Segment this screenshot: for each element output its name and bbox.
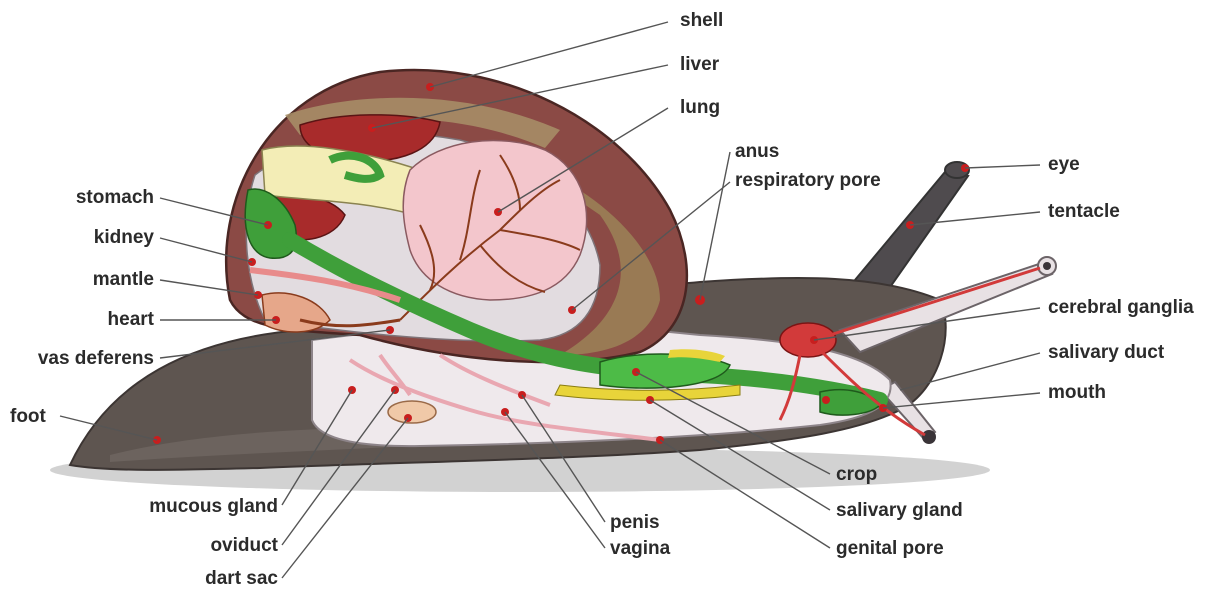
label-vas-deferens: vas deferens [38, 348, 154, 369]
lung [403, 140, 586, 300]
label-heart: heart [108, 309, 155, 330]
label-respiratory-pore: respiratory pore [735, 170, 881, 191]
label-tentacle: tentacle [1048, 201, 1120, 222]
label-dart-sac: dart sac [205, 568, 278, 589]
label-mantle: mantle [93, 269, 154, 290]
label-liver: liver [680, 54, 720, 75]
label-kidney: kidney [94, 227, 155, 248]
label-eye: eye [1048, 154, 1080, 175]
label-foot: foot [10, 406, 47, 427]
label-crop: crop [836, 464, 877, 485]
label-salivary-gland: salivary gland [836, 500, 963, 521]
label-mucous-gland: mucous gland [149, 496, 278, 517]
label-vagina: vagina [610, 538, 671, 559]
label-lung: lung [680, 97, 720, 118]
dart-sac-shape [388, 401, 436, 423]
label-salivary-duct: salivary duct [1048, 342, 1165, 363]
label-anus: anus [735, 141, 779, 162]
label-oviduct: oviduct [210, 535, 278, 556]
label-stomach: stomach [76, 187, 154, 208]
label-mouth: mouth [1048, 382, 1106, 403]
label-shell: shell [680, 10, 723, 31]
label-penis: penis [610, 512, 660, 533]
label-cerebral-ganglia: cerebral ganglia [1048, 297, 1194, 318]
cerebral-ganglia-shape [780, 323, 836, 357]
label-genital-pore: genital pore [836, 538, 944, 559]
